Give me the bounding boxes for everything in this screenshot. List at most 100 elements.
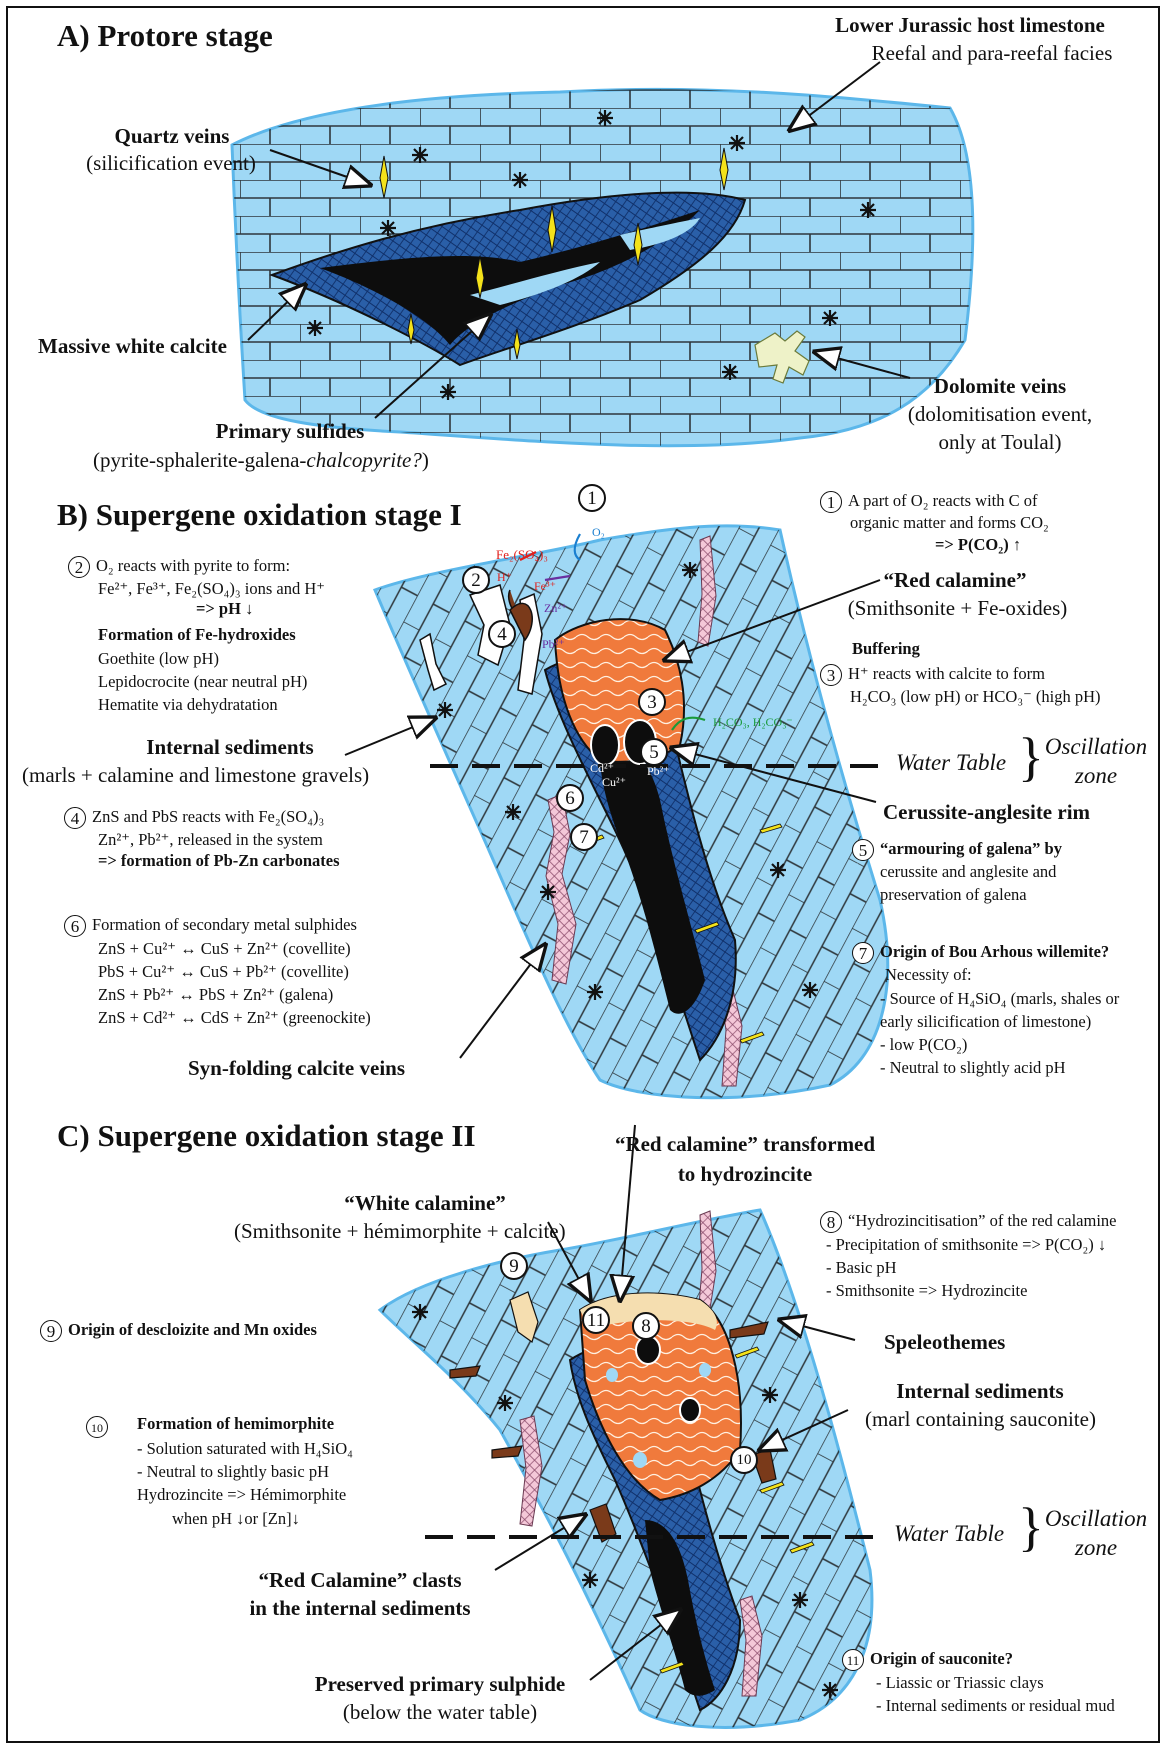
sulfides-close: ) — [422, 448, 429, 472]
marker-4: 4 — [488, 620, 516, 648]
note-7-line3: early silicification of limestone) — [880, 1011, 1091, 1032]
toulal-label: only at Toulal) — [870, 430, 1130, 454]
note-9-marker: 9 — [40, 1320, 62, 1342]
marl-sauconite-label: (marl containing sauconite) — [838, 1407, 1123, 1431]
smithsonite-feoxides-label: (Smithsonite + Fe-oxides) — [815, 596, 1100, 620]
note-2-line2: Fe²⁺, Fe³⁺, Fe₂(SO₄)₃ ions and H⁺ — [98, 578, 325, 599]
note-2-marker: 2 — [68, 556, 90, 578]
h2co3-label: H₂CO₃, H₂CO₃⁻ — [713, 716, 793, 730]
fe2so43-label: Fe₂(SO₄)₃ — [496, 548, 548, 563]
cu2-label: Cu²⁺ — [602, 776, 626, 790]
host-facies-label: Reefal and para-reefal facies — [842, 41, 1142, 65]
oscillation-b-line2: zone — [1036, 763, 1156, 789]
note-3: 3 H⁺ reacts with calcite to form — [820, 663, 1045, 686]
note-7-line2: - Source of H₄SiO₄ (marls, shales or — [880, 988, 1119, 1009]
cerussite-rim-label: Cerussite-anglesite rim — [883, 800, 1090, 824]
pb2-in-ore-label: Pb²⁺ — [647, 765, 670, 779]
white-calcite-label: Massive white calcite — [38, 334, 227, 358]
marker-10: 10 — [730, 1446, 758, 1474]
note-8: 8 “Hydrozincitisation” of the red calamin… — [820, 1210, 1116, 1233]
note-11-line1: - Liassic or Triassic clays — [876, 1672, 1044, 1693]
silicification-label: (silicification event) — [46, 151, 296, 175]
internal-sediments-c-label: Internal sediments — [860, 1379, 1100, 1403]
note-2-line4: Formation of Fe-hydroxides — [98, 626, 296, 645]
marker-5: 5 — [640, 738, 668, 766]
water-table-b-label: Water Table — [896, 750, 1006, 776]
note-8-line1: “Hydrozincitisation” of the red calamine — [848, 1211, 1116, 1230]
internal-sediments-b-label: Internal sediments — [120, 735, 340, 759]
note-8-line3: - Basic pH — [826, 1257, 897, 1278]
quartz-veins-label: Quartz veins — [82, 124, 262, 148]
note-11-title: Origin of sauconite? — [870, 1649, 1013, 1668]
preserved-sulphide-label: Preserved primary sulphide — [290, 1672, 590, 1696]
white-calamine-composition: (Smithsonite + hémimorphite + calcite) — [234, 1219, 566, 1243]
marker-6: 6 — [556, 784, 584, 812]
speleothemes-label: Speleothemes — [884, 1330, 1005, 1354]
note-2-line5: Goethite (low pH) — [98, 648, 219, 669]
note-2-line1: O₂ reacts with pyrite to form: — [96, 556, 290, 575]
dolomite-veins-label: Dolomite veins — [890, 374, 1110, 398]
below-water-table-label: (below the water table) — [310, 1700, 570, 1724]
clasts-label-line2: in the internal sediments — [230, 1596, 490, 1620]
note-7: 7 Origin of Bou Arhous willemite? — [852, 941, 1109, 964]
note-11-line2: - Internal sediments or residual mud — [876, 1695, 1115, 1716]
note-5-line2: cerussite and anglesite and — [880, 861, 1056, 882]
red-calamine-label: “Red calamine” — [830, 568, 1080, 592]
note-7-title: Origin of Bou Arhous willemite? — [880, 942, 1109, 961]
note-7-line1: Necessity of: — [885, 964, 972, 985]
note-2-line6: Lepidocrocite (near neutral pH) — [98, 671, 307, 692]
note-10-line2: - Neutral to slightly basic pH — [137, 1461, 329, 1482]
to-hydrozincite-label: to hydrozincite — [575, 1162, 915, 1186]
note-11: 11 Origin of sauconite? — [842, 1648, 1013, 1671]
note-8-marker: 8 — [820, 1211, 842, 1233]
note-10: 10 — [86, 1415, 114, 1438]
note-1-line3: => P(CO₂) ↑ — [935, 536, 1021, 555]
note-10-marker: 10 — [86, 1416, 108, 1438]
marker-11: 11 — [582, 1306, 610, 1334]
note-5: 5“armouring of galena” by — [852, 838, 1062, 861]
sulfides-list-label: (pyrite-sphalerite-galena-chalcopyrite?) — [93, 448, 429, 472]
note-7-line4: - low P(CO₂) — [880, 1034, 967, 1055]
note-6-line2: ZnS + Cu²⁺ ↔ CuS + Zn²⁺ (covellite) — [98, 938, 351, 959]
note-3-line1: H⁺ reacts with calcite to form — [848, 664, 1045, 683]
marker-2: 2 — [462, 566, 490, 594]
panel-c-title: C) Supergene oxidation stage II — [57, 1118, 476, 1154]
note-3-line2: H₂CO₃ (low pH) or HCO₃⁻ (high pH) — [850, 686, 1101, 707]
note-4-line3: => formation of Pb-Zn carbonates — [98, 852, 340, 871]
synfolding-veins-label: Syn-folding calcite veins — [188, 1056, 405, 1080]
zn2-label: Zn²⁺ — [544, 602, 567, 616]
note-10-line4: when pH ↓or [Zn]↓ — [172, 1508, 300, 1529]
panel-a-title: A) Protore stage — [57, 18, 273, 54]
note-1-line2: organic matter and forms CO₂ — [850, 512, 1049, 533]
host-label-bold: Lower Jurassic host limestone — [810, 13, 1130, 37]
note-6-marker: 6 — [64, 915, 86, 937]
panel-b-title: B) Supergene oxidation stage I — [57, 497, 462, 533]
oscillation-b-line1: Oscillation — [1036, 734, 1156, 760]
marker-7: 7 — [570, 823, 598, 851]
marker-9: 9 — [500, 1252, 528, 1280]
fe3-label: Fe³⁺ — [534, 580, 556, 594]
primary-sulfides-label: Primary sulfides — [185, 419, 395, 443]
dolomitisation-label: (dolomitisation event, — [870, 402, 1130, 426]
marker-1: 1 — [578, 484, 606, 512]
note-5-line3: preservation of galena — [880, 884, 1027, 905]
note-11-marker: 11 — [842, 1649, 864, 1671]
red-calamine-transformed-label: “Red calamine” transformed — [575, 1132, 915, 1156]
note-3-title: Buffering — [852, 640, 920, 659]
note-6-line3: PbS + Cu²⁺ ↔ CuS + Pb²⁺ (covellite) — [98, 961, 349, 982]
note-3-marker: 3 — [820, 664, 842, 686]
note-8-line4: - Smithsonite => Hydrozincite — [826, 1280, 1027, 1301]
water-table-c-label: Water Table — [894, 1521, 1004, 1547]
hplus-label: H⁺ — [497, 571, 512, 585]
oscillation-c-line2: zone — [1036, 1535, 1156, 1561]
note-2: 2 O₂ reacts with pyrite to form: — [68, 555, 290, 578]
note-2-line3: => pH ↓ — [196, 600, 253, 619]
note-4-line1: ZnS and PbS reacts with Fe₂(SO₄)₃ — [92, 807, 324, 826]
note-1-marker: 1 — [820, 491, 842, 513]
note-2-line7: Hematite via dehydratation — [98, 694, 278, 715]
note-7-marker: 7 — [852, 942, 874, 964]
